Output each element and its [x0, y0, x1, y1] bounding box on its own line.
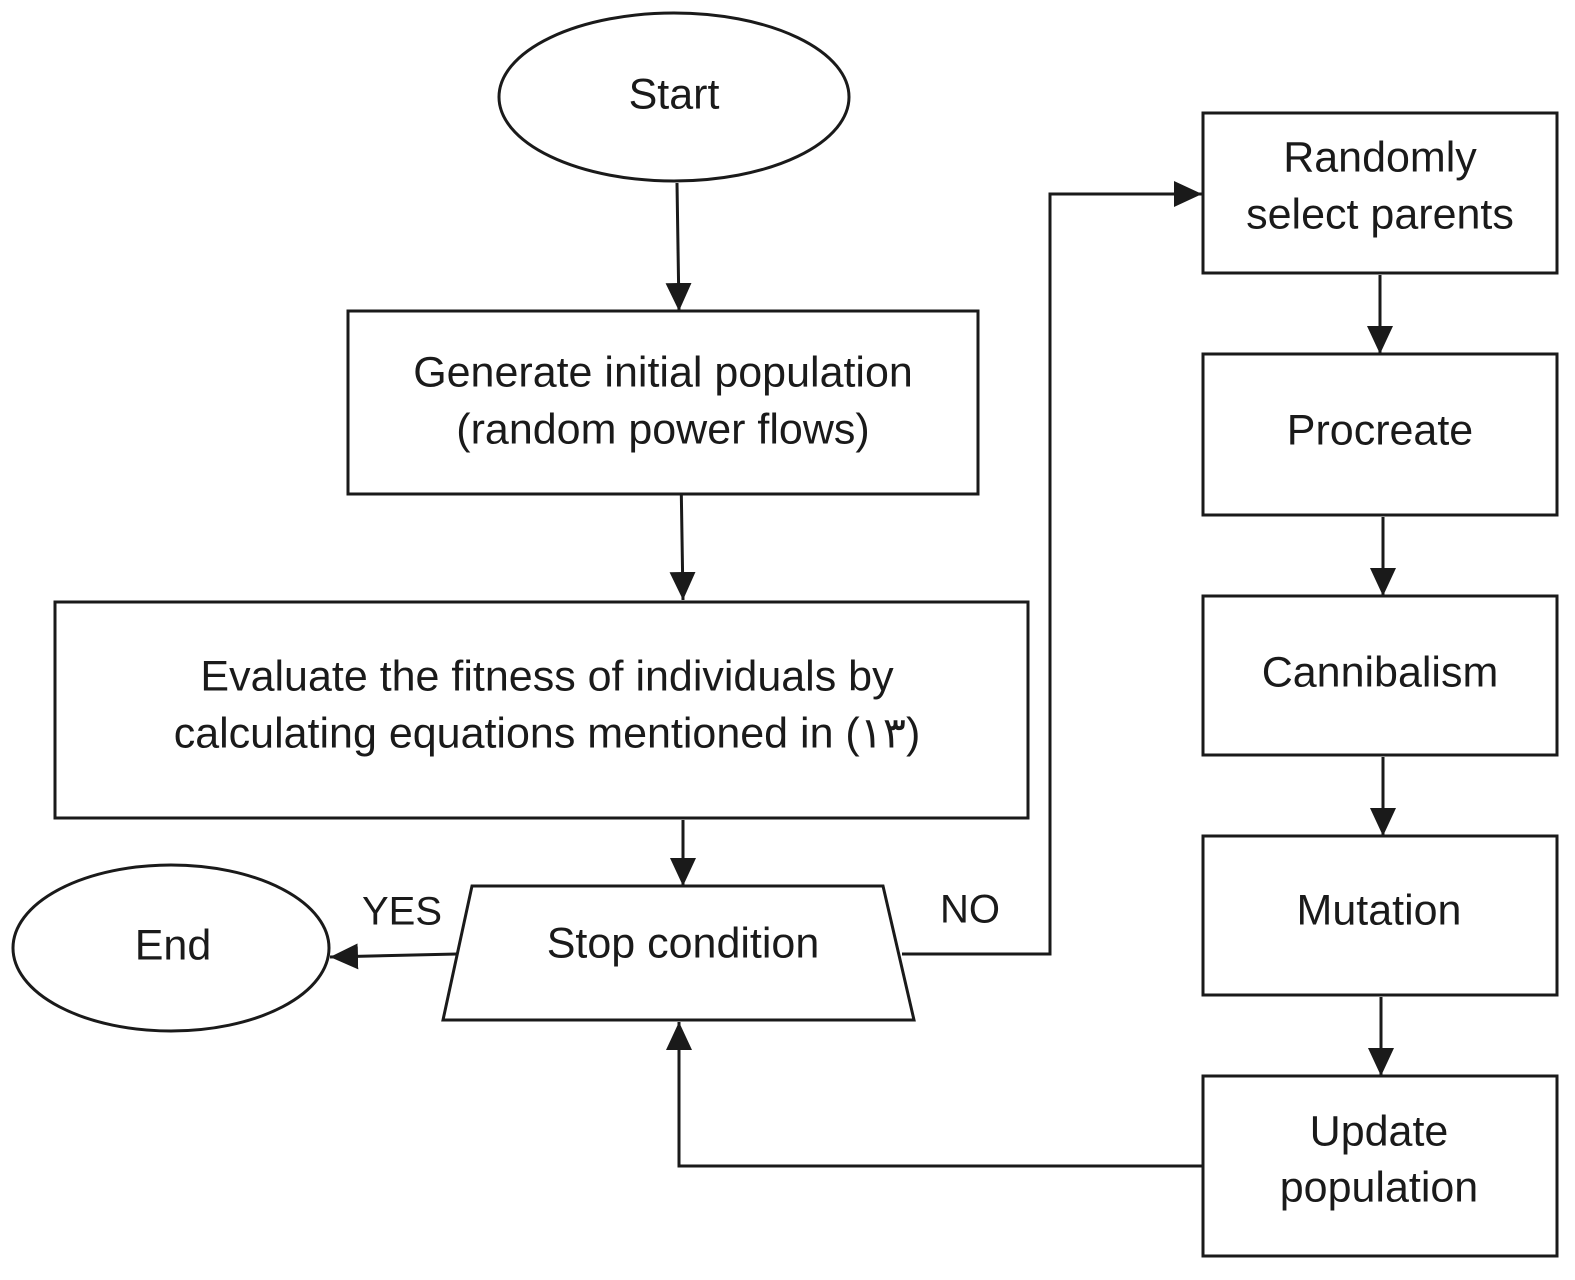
- stop-condition-node: Stop condition: [441, 884, 916, 1022]
- edge-label-yes: YES: [362, 890, 442, 934]
- update-population-label-line1: Update: [1310, 1107, 1449, 1155]
- update-population-node: Update population: [1201, 1074, 1559, 1258]
- select-parents-label-line2: select parents: [1246, 190, 1514, 238]
- start-label: Start: [629, 70, 720, 118]
- select-parents-label-line1: Randomly: [1283, 133, 1477, 181]
- end-label: End: [135, 921, 212, 969]
- generate-population-label-line2: (random power flows): [456, 405, 869, 453]
- stop-condition-label: Stop condition: [547, 919, 820, 967]
- edge-label-no: NO: [940, 888, 1000, 932]
- procreate-node: Procreate: [1201, 352, 1559, 517]
- end-node: End: [11, 863, 331, 1033]
- mutation-label: Mutation: [1297, 886, 1462, 934]
- cannibalism-label: Cannibalism: [1262, 648, 1499, 696]
- evaluate-fitness-node: Evaluate the fitness of individuals by c…: [53, 600, 1030, 820]
- start-node: Start: [497, 11, 851, 183]
- generate-population-label-line1: Generate initial population: [413, 348, 913, 396]
- edge-update-to-stop: [666, 1022, 1202, 1168]
- evaluate-fitness-label-line2: calculating equations mentioned in (١٣): [174, 709, 921, 757]
- procreate-label: Procreate: [1287, 406, 1473, 454]
- edge-stop-to-select: [902, 181, 1202, 956]
- update-population-label-line2: population: [1280, 1163, 1478, 1211]
- edge-stop-to-end: [329, 943, 458, 970]
- evaluate-fitness-label-line1: Evaluate the fitness of individuals by: [200, 652, 894, 700]
- edge-start-to-generate: [665, 182, 692, 312]
- mutation-node: Mutation: [1201, 834, 1559, 997]
- select-parents-node: Randomly select parents: [1201, 111, 1559, 275]
- cannibalism-node: Cannibalism: [1201, 594, 1559, 757]
- generate-population-node: Generate initial population (random powe…: [346, 309, 980, 496]
